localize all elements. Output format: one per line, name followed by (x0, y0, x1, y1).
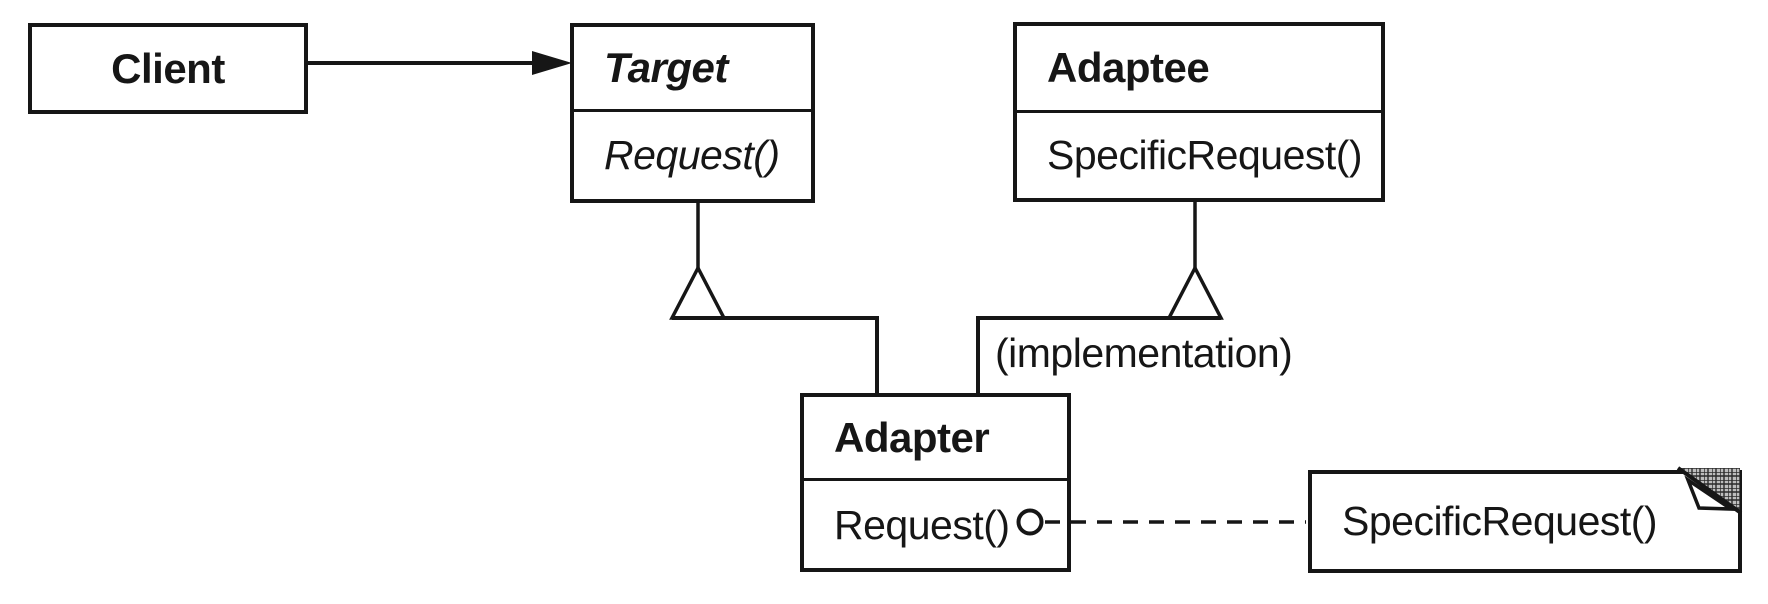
class-method-adapter: Request() (834, 501, 1010, 548)
class-name-client: Client (111, 44, 225, 92)
target-inheritance-elbow (672, 316, 879, 395)
class-box-client: Client (28, 23, 308, 114)
inheritance-triangle-icon-adaptee (1166, 264, 1224, 320)
note-box: SpecificRequest() (1308, 470, 1742, 573)
arrowhead-icon (532, 51, 572, 75)
class-box-adaptee: Adaptee SpecificRequest() (1013, 22, 1385, 202)
class-name-adaptee: Adaptee (1017, 26, 1381, 113)
class-method-adaptee: SpecificRequest() (1047, 132, 1363, 178)
class-name-target: Target (574, 27, 811, 112)
inheritance-triangle-icon-target (669, 264, 727, 320)
note-text: SpecificRequest() (1342, 498, 1658, 544)
class-box-adapter: Adapter Request() (800, 393, 1071, 572)
class-name-adapter: Adapter (804, 397, 1067, 481)
class-method-target: Request() (604, 132, 780, 178)
implementation-label: (implementation) (995, 330, 1293, 376)
class-box-target: Target Request() (570, 23, 815, 203)
